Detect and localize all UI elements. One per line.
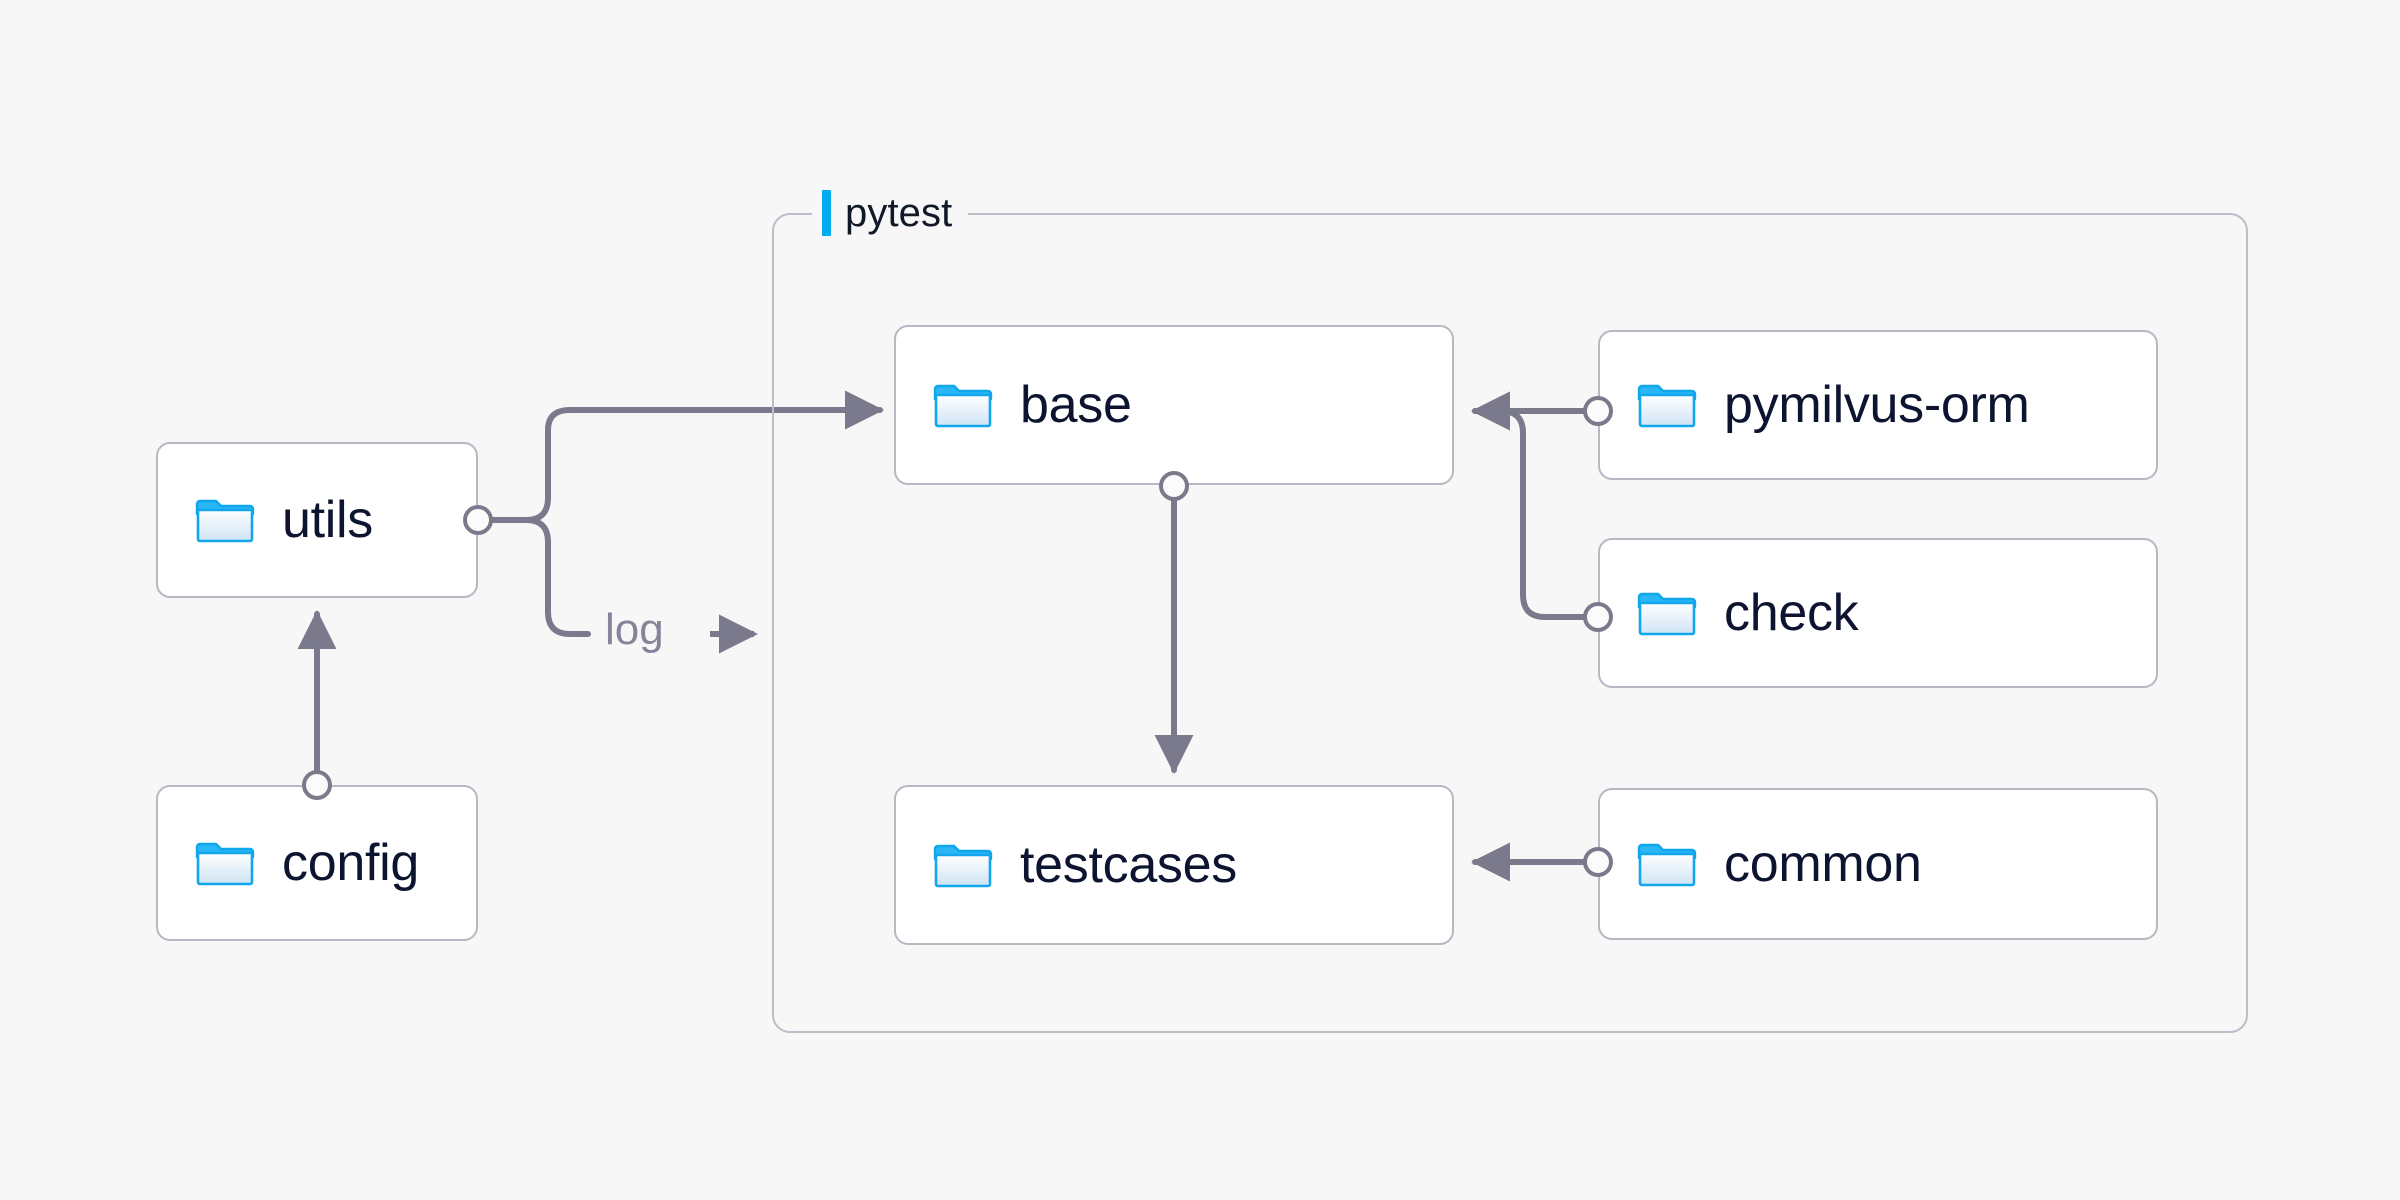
folder-icon (1637, 592, 1697, 636)
folder-icon (195, 842, 255, 886)
node-label: testcases (1020, 836, 1237, 894)
node-base[interactable]: base (894, 325, 1454, 485)
accent-bar-icon (822, 190, 831, 236)
node-label: common (1724, 835, 1922, 893)
folder-icon (195, 499, 255, 543)
node-label: check (1724, 584, 1859, 642)
port-common-left[interactable] (1583, 847, 1613, 877)
node-label: base (1020, 376, 1132, 434)
node-common[interactable]: common (1598, 788, 2158, 940)
folder-icon (1637, 384, 1697, 428)
node-testcases[interactable]: testcases (894, 785, 1454, 945)
node-label: pymilvus-orm (1724, 376, 2030, 434)
group-label-pytest: pytest (812, 190, 969, 236)
edge-utils-to-log (491, 517, 591, 637)
folder-icon (933, 844, 993, 888)
group-title-text: pytest (845, 191, 953, 235)
node-pymilvus-orm[interactable]: pymilvus-orm (1598, 330, 2158, 480)
group-container-pytest (772, 213, 2248, 1033)
port-config-top[interactable] (302, 770, 332, 800)
port-utils-right[interactable] (463, 505, 493, 535)
node-label: utils (282, 491, 373, 549)
port-check-left[interactable] (1583, 602, 1613, 632)
port-pymilvus-orm-left[interactable] (1583, 396, 1613, 426)
node-utils[interactable]: utils (156, 442, 478, 598)
edge-label-log: log (605, 605, 664, 654)
port-base-bottom[interactable] (1159, 471, 1189, 501)
node-check[interactable]: check (1598, 538, 2158, 688)
node-config[interactable]: config (156, 785, 478, 941)
folder-icon (1637, 843, 1697, 887)
node-label: config (282, 834, 419, 892)
folder-icon (933, 384, 993, 428)
